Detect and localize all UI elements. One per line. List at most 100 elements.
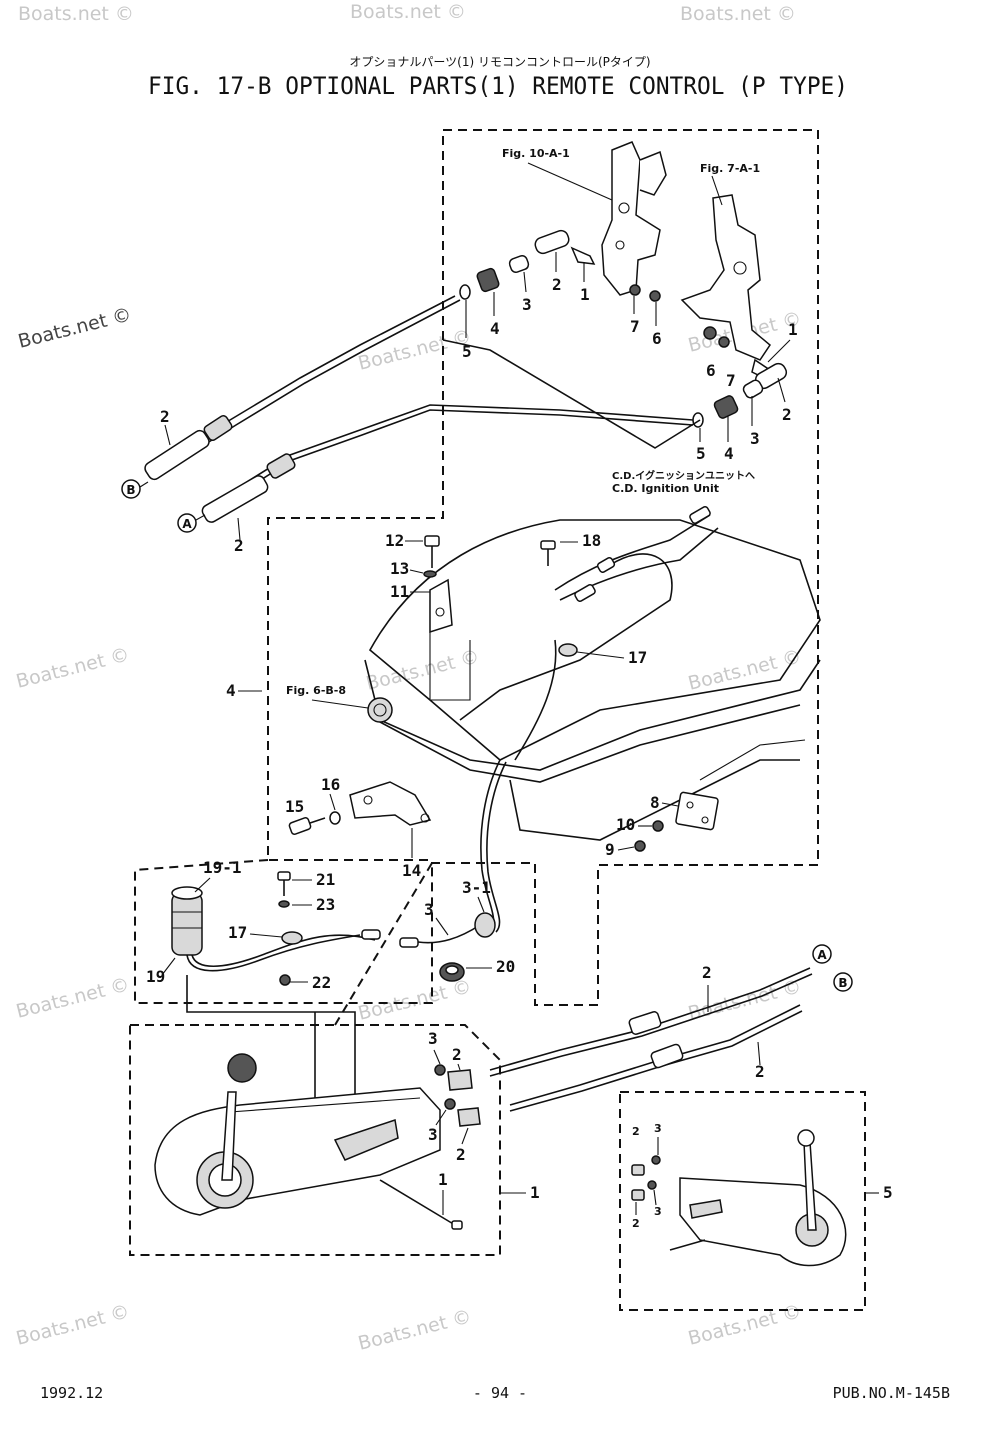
part-number: 4 [490,319,500,338]
part-number: 2 [452,1045,462,1064]
leader [527,162,613,201]
part-number: 4 [226,681,236,700]
harness-wire [417,924,481,944]
footer-date: 1992.12 [40,1384,103,1402]
bracket-hole [615,240,625,250]
part-number: 17 [228,923,247,942]
ref-cd-ignition-en: C.D. Ignition Unit [612,482,719,495]
washer-23 [278,900,290,908]
lower-cables [489,967,813,1112]
part-number: 3 [654,1205,662,1218]
callouts: B A A B [121,479,853,992]
part-number: 12 [385,531,404,550]
plate-8 [675,791,719,831]
cable-a-fitting [628,1011,662,1035]
group-boundaries [129,129,866,1311]
bracket-assembly [288,781,432,858]
bracket-hole [733,261,747,275]
figure-title: FIG. 17-B OPTIONAL PARTS(1) REMOTE CONTR… [148,72,848,100]
clip-2 [457,1107,481,1127]
harness-wire [186,934,361,972]
connector [361,929,381,940]
upper-cables [144,295,694,541]
nut-7 [718,336,730,348]
cable-a-lower-edge [489,973,813,1077]
cable-b-fitting [650,1043,684,1069]
screw-1 [379,1179,456,1226]
clip-2 [631,1164,645,1176]
remote-control-5 [631,1129,847,1267]
watermark: Boats.net © [14,973,132,1022]
leader [329,793,336,811]
part-number: 9 [605,840,615,859]
washer-5 [692,412,704,428]
part-number: 2 [755,1062,765,1081]
shift-bracket [680,194,771,361]
leader [757,1041,761,1066]
part-number: 2 [782,405,792,424]
part-number: 11 [390,582,409,601]
control-5-handle [689,1199,723,1219]
part-number: 5 [883,1183,893,1202]
leader [195,514,206,521]
ref-cd-ignition-jp: C.D.イグニッションユニットへ [612,469,755,482]
bolt-15 [288,817,312,835]
bracket-hole [618,202,630,214]
part-number: 23 [316,895,335,914]
grommet-20-hole [445,965,459,975]
pin-1 [570,246,596,265]
watermark: Boats.net © [14,643,132,692]
washer-16 [329,811,341,825]
part-number: 4 [724,444,734,463]
leader [477,896,485,913]
part-number: 14 [402,861,421,880]
part-number: 3 [424,900,434,919]
leader [194,877,211,893]
leader [237,517,241,541]
leader [576,651,625,659]
reference-labels: Fig. 10-A-1 Fig. 7-A-1 Fig. 6-B-8 C.D.イグ… [286,147,760,709]
grommet [367,697,393,723]
boundary-control-box-1 [129,1024,501,1256]
part-number: 2 [632,1217,640,1230]
screw-9 [634,840,646,852]
washer-5 [459,284,471,300]
footer-publication-number: PUB.NO.M-145B [833,1384,950,1402]
part-number: 17 [628,648,647,667]
part-number: 1 [530,1183,540,1202]
part-number: 16 [321,775,340,794]
connector [689,506,711,524]
guide-line [442,339,701,449]
cowling-outline [368,519,821,761]
callout-b: B [126,483,135,497]
ref-fig-10-a-1: Fig. 10-A-1 [502,147,570,160]
connector [596,557,616,573]
part-number: 10 [616,815,635,834]
cowling-rim-lower [379,704,801,783]
washer-13 [423,570,437,578]
washer-10 [652,820,664,832]
bracket-hole [435,607,445,617]
leader [461,1127,469,1145]
part-number: 3 [428,1029,438,1048]
leader [161,957,176,976]
part-number: 6 [706,361,716,380]
watermark: Boats.net © [356,975,474,1024]
clamp-17 [281,931,303,945]
clip-2 [631,1189,645,1201]
part-number: 15 [285,797,304,816]
screw-1-head [451,1220,463,1230]
leader [777,377,786,403]
main-harness-cable [480,759,501,931]
joint-3 [742,379,764,399]
cowling-mount [429,600,471,701]
watermark: Boats.net © [356,1305,474,1354]
wire [554,514,711,591]
bracket-ear [639,150,667,196]
bracket-14 [349,781,432,826]
bracket-hole [420,813,430,823]
part-number: 6 [652,329,662,348]
leader [457,1063,461,1071]
harness-routing [186,975,356,1105]
